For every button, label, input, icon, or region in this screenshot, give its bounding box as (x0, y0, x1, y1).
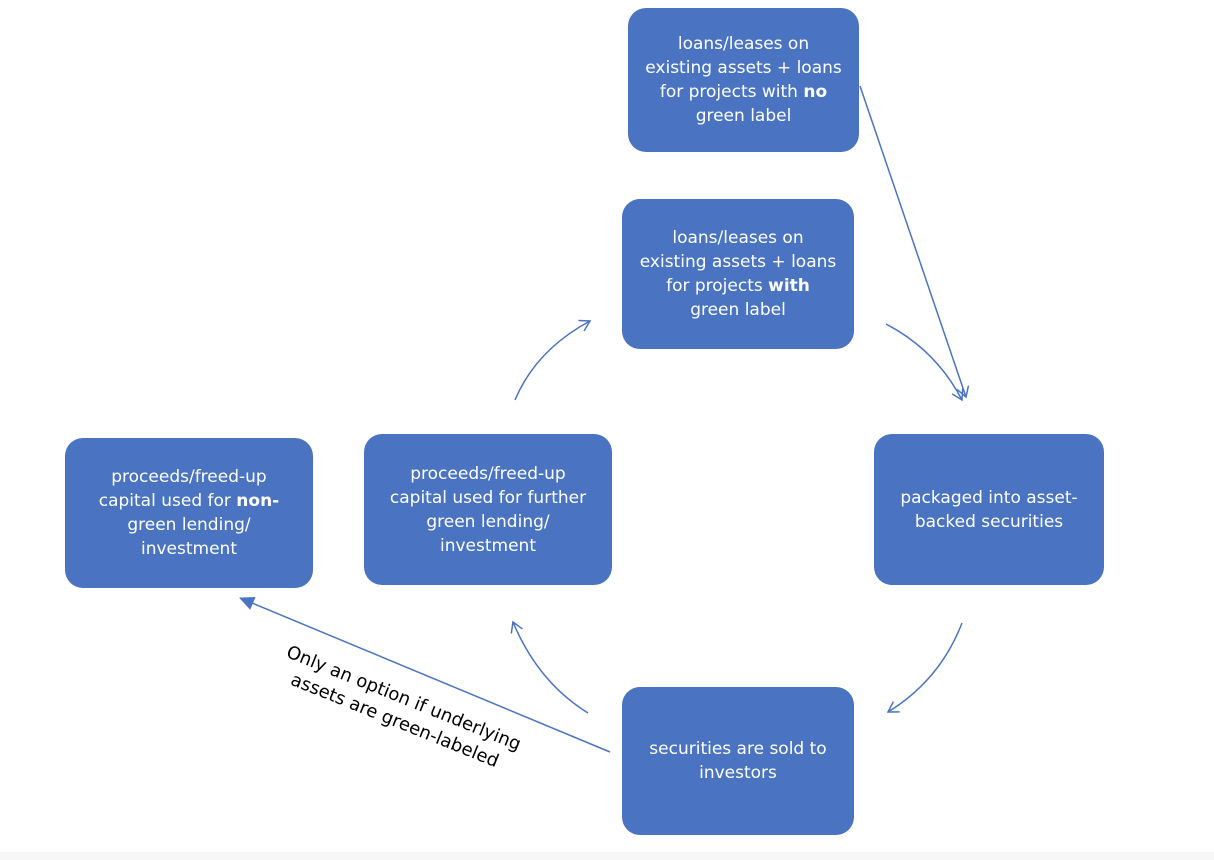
box-line: loans/leases on (672, 228, 804, 248)
arrow-with-label-to-packaged (885, 323, 964, 402)
box-line: backed securities (914, 511, 1064, 532)
box-line: investment (140, 539, 237, 559)
box-securities-sold: securities are sold to investors (622, 687, 854, 835)
box-further-green-lending: proceeds/freed-up capital used for furth… (364, 434, 612, 585)
arrow-sold-to-non-green (239, 596, 611, 753)
box-line-text: capital used for (98, 491, 237, 511)
box-line: proceeds/freed-up (111, 467, 267, 487)
box-line: capital used for further (389, 487, 587, 508)
box-line: green lending/ (127, 515, 251, 535)
arrow-further-to-with-label (514, 319, 592, 401)
box-line: loans/leases on (677, 34, 810, 54)
box-line-emphasis: with (768, 276, 810, 296)
box-line: securities are sold to (649, 739, 827, 759)
box-line: for projects with no (645, 80, 842, 104)
box-line: existing assets + loans (639, 252, 837, 272)
box-line: existing assets + loans (645, 58, 842, 78)
arrow-no-label-to-packaged (859, 85, 970, 399)
arrow-packaged-to-sold (886, 622, 963, 713)
box-loans-with-green-label: loans/leases on existing assets + loans … (622, 199, 854, 349)
box-line: capital used for non- (99, 489, 280, 513)
box-line: green lending/ (426, 511, 550, 532)
box-loans-no-green-label: loans/leases on existing assets + loans … (628, 8, 859, 152)
box-line: green label (695, 106, 792, 126)
box-line: investment (439, 535, 536, 556)
box-line-text: for projects (666, 276, 769, 296)
box-line: proceeds/freed-up (410, 463, 566, 484)
box-line: green label (690, 300, 786, 320)
box-line-emphasis: non- (236, 491, 280, 511)
box-packaged-securities: packaged into asset- backed securities (874, 434, 1104, 585)
box-non-green-lending: proceeds/freed-up capital used for non- … (65, 438, 313, 588)
bottom-strip (0, 852, 1214, 860)
box-line-emphasis: no (803, 82, 828, 102)
box-line-text: for projects with (659, 82, 804, 102)
arrow-sold-to-further (510, 620, 589, 714)
box-line: investors (699, 763, 777, 783)
box-line: for projects with (640, 274, 837, 298)
box-line: packaged into asset- (900, 487, 1078, 508)
